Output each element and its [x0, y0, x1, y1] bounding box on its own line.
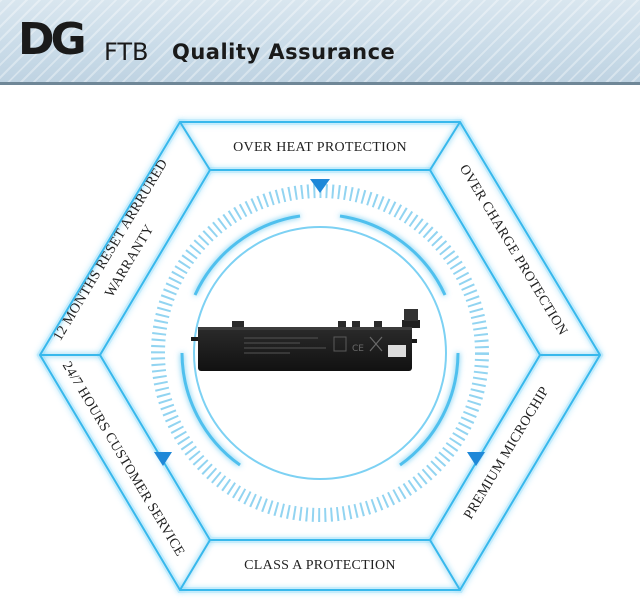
- brand-logo-mark: DG: [18, 14, 87, 65]
- laptop-battery-image: CE: [191, 309, 420, 371]
- quality-hexagon-diagram: CE OVER HEAT PROTECTION CLASS A PROTECTI…: [36, 119, 604, 593]
- label-class-a-protection: CLASS A PROTECTION: [244, 558, 396, 573]
- hexagon-connectors: [40, 121, 600, 591]
- inner-arcs: [180, 214, 460, 467]
- arrow-down-icon: [467, 452, 485, 466]
- arrow-down-icon: [154, 452, 172, 466]
- arrow-down-icon: [310, 179, 330, 193]
- banner-divider: [0, 82, 640, 85]
- label-warranty-line-1: 12 MONTHS RESET ARRRURED: [51, 157, 171, 344]
- inner-circle: [193, 226, 447, 480]
- banner-stripes: [0, 0, 640, 82]
- banner-title: Quality Assurance: [172, 40, 396, 64]
- brand-logo-sub: FTB: [104, 38, 149, 66]
- ce-mark: CE: [352, 344, 364, 354]
- label-over-heat-protection: OVER HEAT PROTECTION: [233, 140, 407, 155]
- header-banner: DG FTB Quality Assurance: [0, 0, 640, 82]
